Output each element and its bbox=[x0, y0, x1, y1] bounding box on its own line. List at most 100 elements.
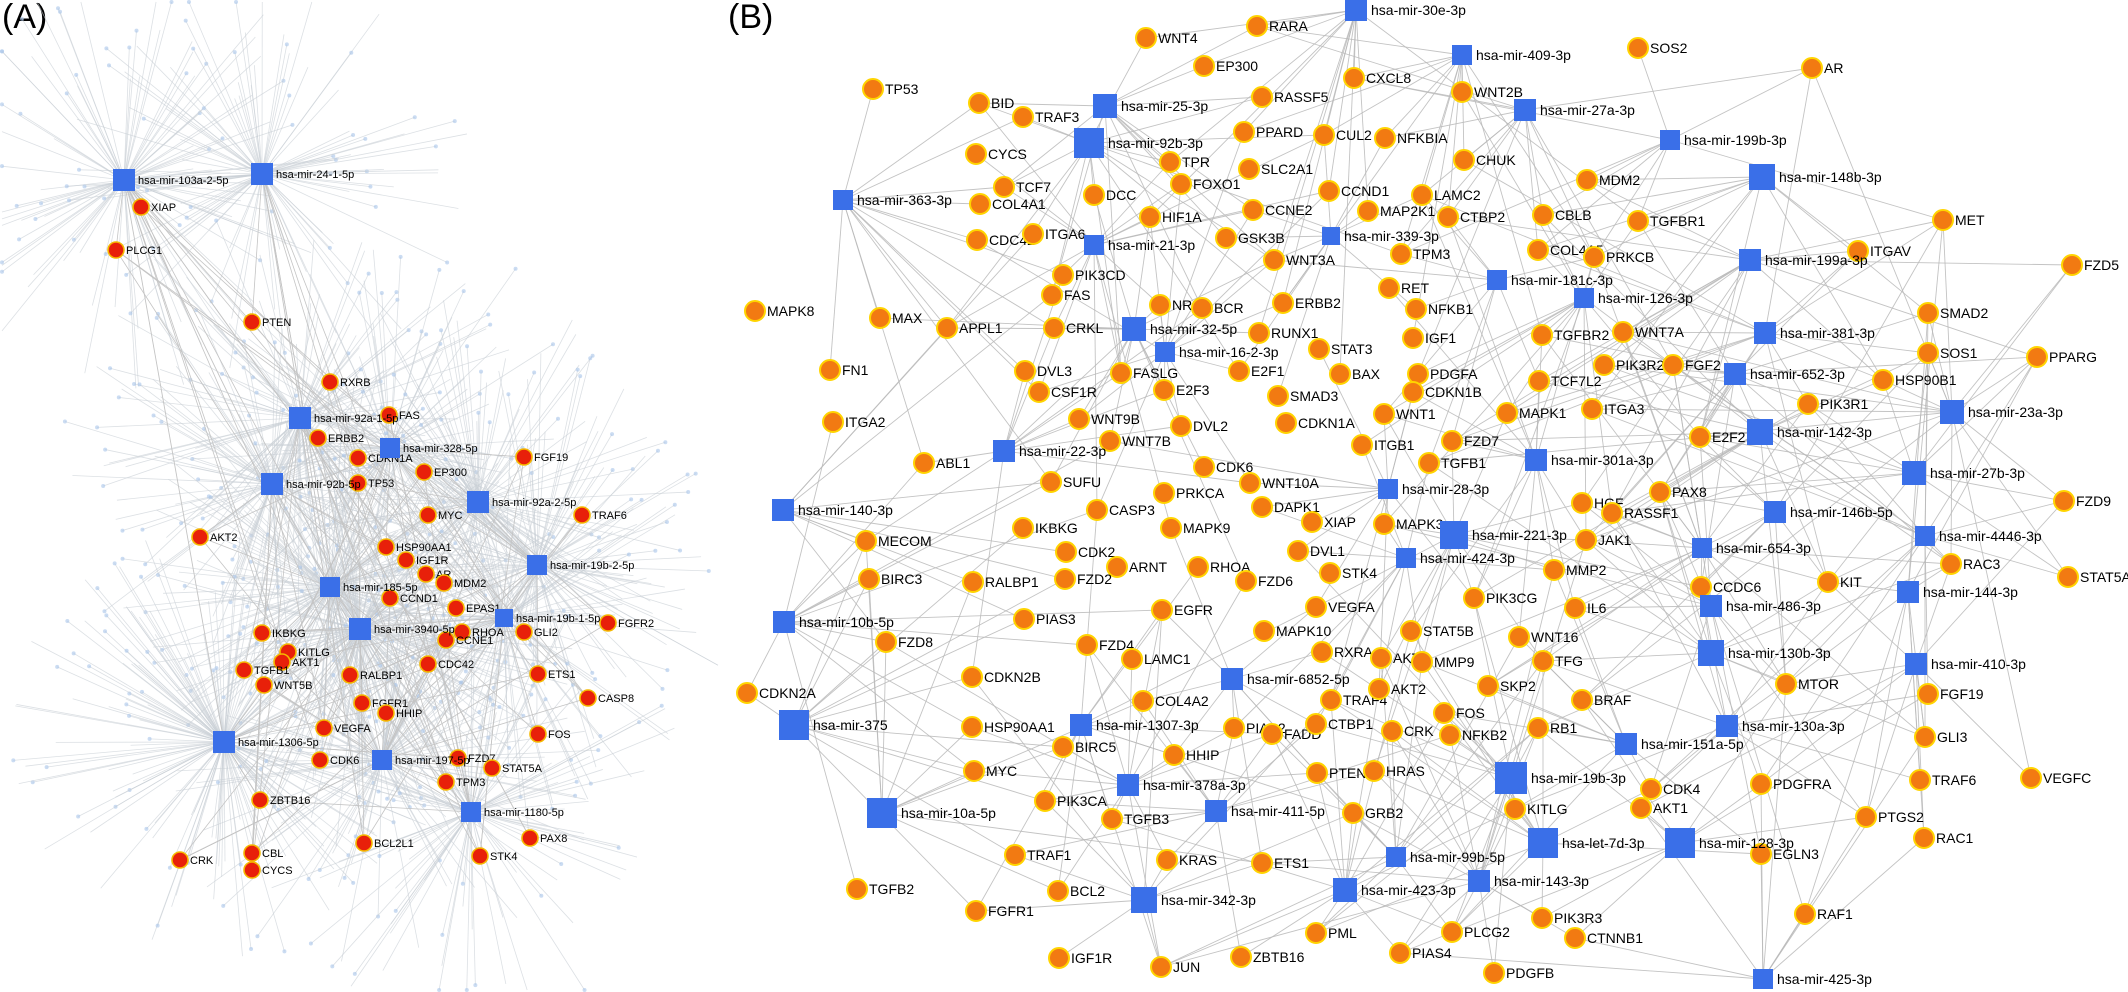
gene-node-plcg2: PLCG2 bbox=[1441, 921, 1510, 943]
gene-label: CDKN2B bbox=[984, 669, 1041, 685]
gene-marker bbox=[1121, 648, 1143, 670]
gene-node-map2k1: MAP2K1 bbox=[1357, 200, 1435, 222]
gene-marker bbox=[969, 193, 991, 215]
gene-node-ralbp1: RALBP1 bbox=[341, 666, 402, 684]
gene-label: CBLB bbox=[1555, 207, 1592, 223]
gene-label: SMAD2 bbox=[1940, 305, 1988, 321]
gene-marker bbox=[447, 599, 465, 617]
gene-marker bbox=[1357, 200, 1379, 222]
mirna-node-hsa-mir-130b-3p: hsa-mir-130b-3p bbox=[1698, 640, 1831, 666]
gene-marker bbox=[1230, 946, 1252, 968]
gene-node-tgfb1: TGFB1 bbox=[235, 661, 289, 679]
gene-label: CCND1 bbox=[400, 593, 438, 605]
mirna-marker bbox=[113, 169, 135, 191]
gene-label: RASSF5 bbox=[1274, 89, 1329, 105]
gene-node-hif1a: HIF1A bbox=[1139, 206, 1202, 228]
gene-marker bbox=[961, 666, 983, 688]
gene-label: ITGAV bbox=[1870, 243, 1912, 259]
gene-node-itga3: ITGA3 bbox=[1581, 398, 1645, 420]
gene-label: WNT1 bbox=[1396, 406, 1436, 422]
gene-label: FGF19 bbox=[1940, 686, 1984, 702]
network-b-genes: WNT4RARAEP300CXCL8SOS2ARTP53BIDTRAF3RASS… bbox=[736, 15, 2128, 984]
gene-node-ikbkg: IKBKG bbox=[1012, 517, 1078, 539]
gene-marker bbox=[349, 474, 367, 492]
gene-marker bbox=[1159, 151, 1181, 173]
gene-node-pias4: PIAS4 bbox=[1389, 942, 1452, 964]
mirna-marker bbox=[1440, 521, 1468, 549]
gene-node-rb1: RB1 bbox=[1527, 717, 1577, 739]
gene-node-hhip: HHIP bbox=[1163, 744, 1219, 766]
gene-label: PRKCB bbox=[1606, 249, 1654, 265]
gene-node-tgfbr1: TGFBR1 bbox=[1627, 210, 1705, 232]
gene-label: IKBKG bbox=[1035, 520, 1078, 536]
mirna-marker bbox=[1739, 249, 1761, 271]
gene-label: JAK1 bbox=[1598, 532, 1632, 548]
gene-marker bbox=[515, 623, 533, 641]
gene-label: BIRC5 bbox=[1075, 739, 1116, 755]
gene-label: NFKBIA bbox=[1397, 130, 1448, 146]
gene-marker bbox=[855, 530, 877, 552]
gene-node-vegfa: VEGFA bbox=[315, 719, 371, 737]
mirna-label: hsa-mir-19b-3p bbox=[1531, 770, 1626, 786]
gene-marker bbox=[1306, 762, 1328, 784]
gene-marker bbox=[1329, 363, 1351, 385]
gene-node-kras: KRAS bbox=[1156, 849, 1217, 871]
gene-node-pdgfra: PDGFRA bbox=[1750, 773, 1832, 795]
gene-label: WNT7B bbox=[1122, 433, 1171, 449]
gene-marker bbox=[1101, 808, 1123, 830]
mirna-node-hsa-mir-185-5p: hsa-mir-185-5p bbox=[320, 577, 418, 597]
mirna-marker bbox=[1940, 400, 1964, 424]
gene-label: HSP90B1 bbox=[1895, 372, 1957, 388]
gene-marker bbox=[962, 571, 984, 593]
gene-marker bbox=[1794, 903, 1816, 925]
gene-label: APPL1 bbox=[959, 320, 1003, 336]
gene-label: EP300 bbox=[434, 467, 467, 479]
mirna-marker bbox=[1495, 762, 1527, 794]
network-a: XIAPPLCG1PTENRXRBFASERBB2CDKN1ATP53EP300… bbox=[0, 0, 719, 992]
gene-label: MAPK9 bbox=[1183, 520, 1231, 536]
gene-marker bbox=[1649, 481, 1671, 503]
gene-marker bbox=[1055, 541, 1077, 563]
gene-label: GRB2 bbox=[1365, 805, 1403, 821]
gene-label: RET bbox=[1401, 280, 1429, 296]
gene-node-bcr: BCR bbox=[1191, 297, 1244, 319]
gene-label: MAX bbox=[892, 310, 923, 326]
mirna-label: hsa-mir-652-3p bbox=[1750, 366, 1845, 382]
gene-node-akt2: AKT2 bbox=[191, 528, 238, 546]
gene-node-dvl3: DVL3 bbox=[1014, 360, 1072, 382]
gene-marker bbox=[243, 313, 261, 331]
mirna-node-hsa-let-7d-3p: hsa-let-7d-3p bbox=[1528, 828, 1645, 858]
gene-marker bbox=[1052, 264, 1074, 286]
gene-node-traf3: TRAF3 bbox=[1012, 106, 1080, 128]
gene-marker bbox=[1411, 184, 1433, 206]
mirna-marker bbox=[380, 438, 400, 458]
gene-node-ptgs2: PTGS2 bbox=[1855, 806, 1924, 828]
gene-node-wnt5b: WNT5B bbox=[255, 676, 313, 694]
gene-marker bbox=[1531, 324, 1553, 346]
gene-node-pias3: PIAS3 bbox=[1013, 608, 1076, 630]
gene-node-hras: HRAS bbox=[1363, 760, 1425, 782]
gene-node-fzd7: FZD7 bbox=[1441, 430, 1499, 452]
gene-node-ikbkg: IKBKG bbox=[253, 624, 306, 642]
gene-label: RASSF1 bbox=[1624, 505, 1679, 521]
gene-marker bbox=[315, 719, 333, 737]
gene-label: CDKN1A bbox=[1298, 415, 1355, 431]
gene-label: FAS bbox=[1064, 287, 1090, 303]
gene-label: PIK3R3 bbox=[1554, 910, 1602, 926]
mirna-label: hsa-mir-1307-3p bbox=[1096, 717, 1199, 733]
gene-marker bbox=[1251, 496, 1273, 518]
gene-node-nfkbia: NFKBIA bbox=[1374, 127, 1448, 149]
mirna-label: hsa-mir-21-3p bbox=[1108, 237, 1195, 253]
gene-marker bbox=[1193, 55, 1215, 77]
gene-label: JUN bbox=[1173, 959, 1200, 975]
gene-node-stat5a: STAT5A bbox=[483, 759, 543, 777]
gene-node-cdkn1b: CDKN1B bbox=[1402, 381, 1482, 403]
gene-label: XIAP bbox=[151, 202, 176, 214]
gene-node-dvl2: DVL2 bbox=[1170, 415, 1228, 437]
gene-marker bbox=[1411, 651, 1433, 673]
gene-label: RHOA bbox=[472, 627, 504, 639]
gene-marker bbox=[1373, 403, 1395, 425]
gene-node-rxrb: RXRB bbox=[321, 373, 371, 391]
gene-label: TGFBR1 bbox=[1650, 213, 1705, 229]
gene-label: CASP8 bbox=[598, 693, 634, 705]
